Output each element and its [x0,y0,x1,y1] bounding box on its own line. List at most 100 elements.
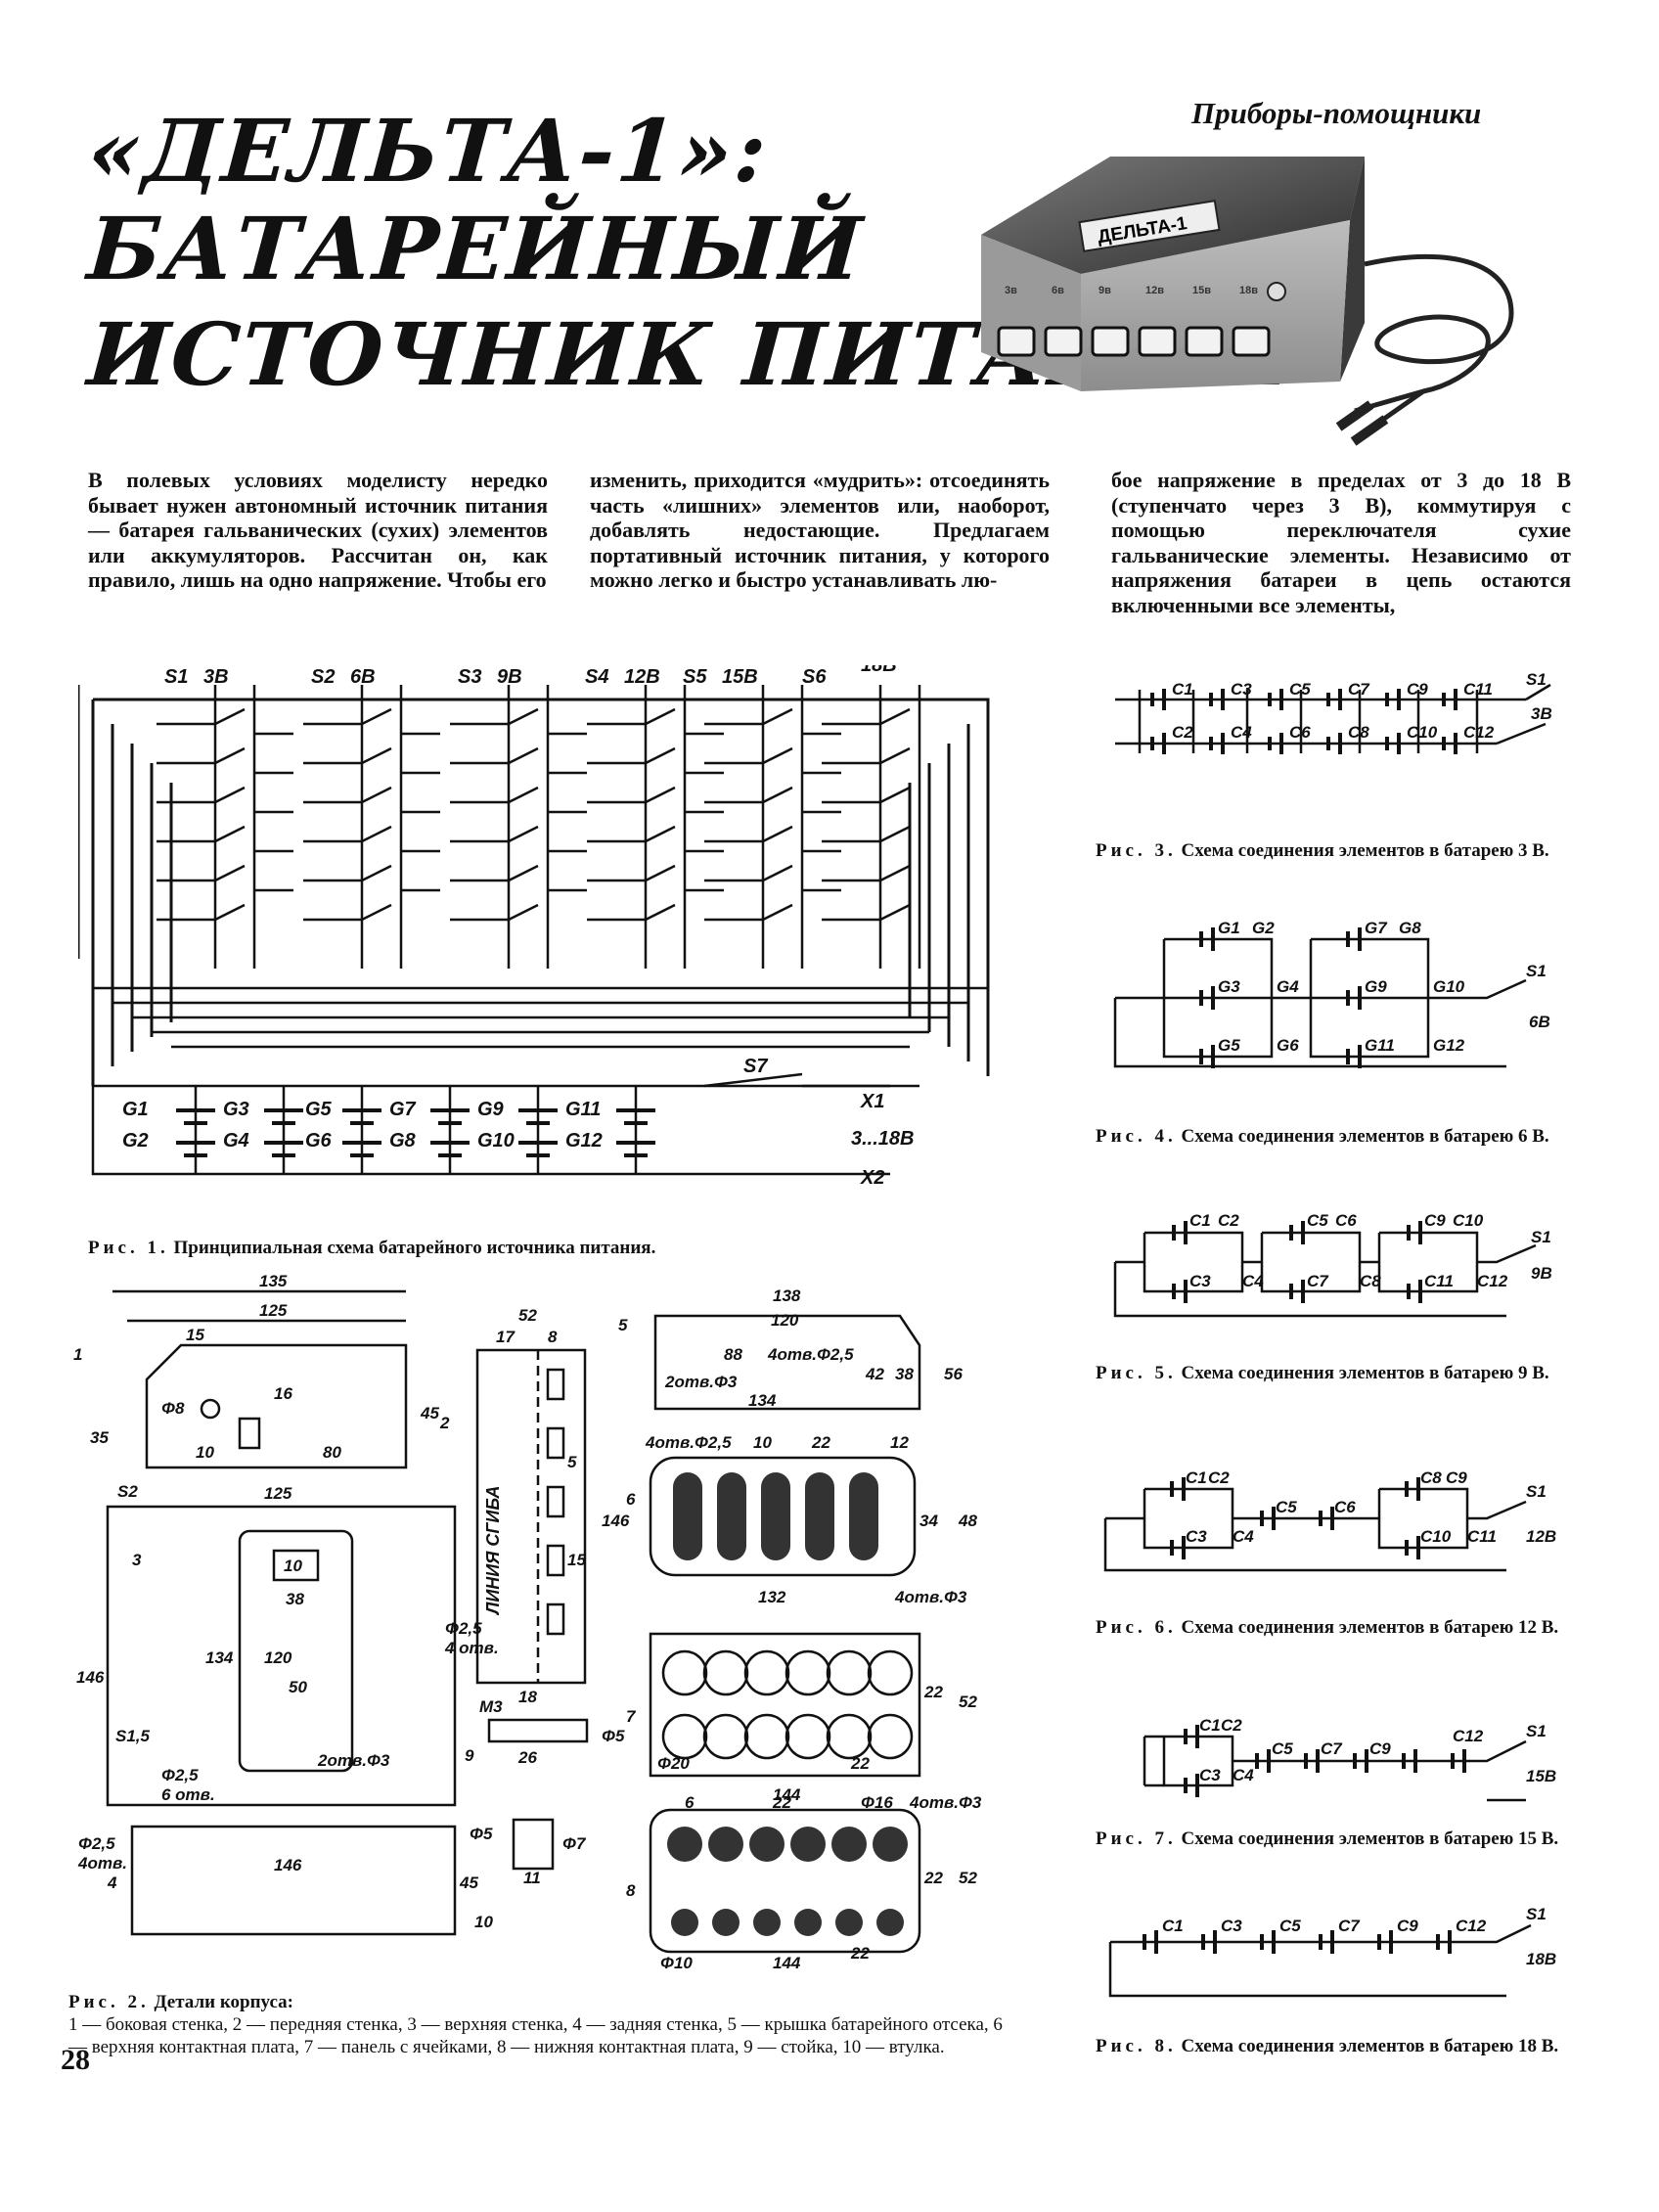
svg-text:2отв.Φ3: 2отв.Φ3 [317,1751,390,1770]
svg-text:C1: C1 [1186,1468,1207,1487]
svg-text:S5: S5 [683,666,707,688]
svg-text:35: 35 [90,1428,109,1447]
intro-column-1: В полевых условиях моделисту нередко быв… [88,468,548,592]
svg-text:4отв.Φ3: 4отв.Φ3 [894,1588,967,1606]
svg-text:45: 45 [459,1873,478,1892]
svg-text:C2: C2 [1221,1716,1242,1735]
svg-text:88: 88 [724,1345,742,1364]
svg-text:80: 80 [323,1443,341,1462]
svg-text:G11: G11 [565,1099,601,1120]
svg-text:S2: S2 [117,1482,138,1501]
part5-battery-cover [653,1314,921,1411]
fig7-caption: Рис. 7. Схема соединения элементов в бат… [1096,1828,1559,1849]
svg-text:Φ8: Φ8 [161,1399,185,1418]
part10-bushing [512,1818,555,1871]
svg-text:4отв.: 4отв. [77,1854,127,1873]
svg-text:G6: G6 [1277,1036,1299,1055]
svg-text:12В: 12В [624,666,660,688]
svg-text:C1: C1 [1189,1211,1211,1230]
svg-text:G2: G2 [122,1130,149,1151]
svg-text:56: 56 [944,1365,963,1383]
part1-side-wall [145,1343,408,1469]
svg-text:Φ5: Φ5 [470,1825,493,1843]
intro-column-2: изменить, приходится «мудрить»: отсоедин… [590,468,1050,592]
fig4-caption: Рис. 4. Схема соединения элементов в бат… [1096,1126,1549,1147]
svg-text:C3: C3 [1199,1766,1221,1784]
svg-text:Φ7: Φ7 [562,1834,587,1853]
svg-text:G6: G6 [305,1130,333,1151]
svg-text:G7: G7 [389,1099,417,1120]
svg-text:S1,5: S1,5 [115,1727,151,1745]
svg-text:S1: S1 [1526,1722,1547,1740]
svg-text:22: 22 [923,1683,943,1701]
svg-text:26: 26 [517,1748,537,1767]
svg-text:38: 38 [286,1590,304,1608]
svg-text:9В: 9В [497,666,522,688]
svg-text:C4: C4 [1231,723,1252,742]
svg-text:10: 10 [753,1433,772,1452]
svg-text:42: 42 [865,1365,884,1383]
svg-text:C5: C5 [1289,680,1311,699]
svg-text:G8: G8 [1399,920,1421,937]
svg-text:C2: C2 [1218,1211,1239,1230]
svg-text:C4: C4 [1233,1527,1254,1546]
svg-text:3: 3 [132,1551,142,1569]
fig6-caption: Рис. 6. Схема соединения элементов в бат… [1096,1617,1559,1638]
svg-text:C1: C1 [1162,1917,1184,1935]
svg-text:C9: C9 [1407,680,1428,699]
svg-text:38: 38 [895,1365,914,1383]
svg-text:Φ2,5: Φ2,5 [161,1766,199,1784]
svg-text:S2: S2 [311,666,335,688]
svg-text:G9: G9 [477,1099,505,1120]
svg-text:C3: C3 [1189,1272,1211,1290]
svg-text:5: 5 [618,1316,628,1334]
svg-text:125: 125 [259,1301,288,1320]
svg-text:6 отв.: 6 отв. [161,1785,215,1804]
svg-text:3...18В: 3...18В [851,1128,914,1150]
svg-text:4: 4 [107,1873,117,1892]
svg-text:12В: 12В [1526,1527,1556,1546]
svg-text:C12: C12 [1453,1727,1484,1745]
svg-text:8: 8 [548,1328,558,1346]
svg-text:3в: 3в [1005,285,1017,296]
svg-text:6В: 6В [350,666,376,688]
svg-text:135: 135 [259,1272,288,1290]
svg-text:S3: S3 [458,666,481,688]
section-rubric: Приборы-помощники [1191,96,1482,130]
svg-text:8: 8 [626,1881,636,1900]
svg-text:146: 146 [602,1512,630,1530]
svg-text:48: 48 [958,1512,977,1530]
svg-text:G7: G7 [1365,920,1388,937]
svg-text:C9: C9 [1397,1917,1418,1935]
svg-text:18В: 18В [1526,1950,1556,1968]
svg-text:11: 11 [523,1869,541,1887]
intro-column-3: бое напряжение в пределах от 3 до 18 В (… [1111,468,1571,617]
svg-text:X1: X1 [860,1091,884,1112]
svg-text:C10: C10 [1420,1527,1452,1546]
svg-text:4отв.Φ2,5: 4отв.Φ2,5 [767,1345,854,1364]
svg-text:18В: 18В [861,665,897,676]
svg-text:C11: C11 [1467,1527,1497,1546]
svg-text:6в: 6в [1052,285,1064,296]
svg-text:138: 138 [773,1287,801,1305]
svg-text:134: 134 [748,1391,777,1410]
svg-text:Φ16: Φ16 [861,1793,893,1812]
svg-text:15: 15 [186,1326,204,1344]
svg-text:22: 22 [850,1754,870,1773]
device-photo: ДЕЛЬТА-1 3в 6в 9в 12в 15в 18в [981,157,1514,446]
svg-text:52: 52 [959,1693,977,1711]
svg-text:12в: 12в [1145,285,1164,296]
svg-text:34: 34 [919,1512,938,1530]
svg-text:10: 10 [474,1913,493,1931]
svg-text:G1: G1 [1218,920,1240,937]
svg-text:C8: C8 [1420,1468,1442,1487]
svg-text:22: 22 [923,1869,943,1887]
svg-text:G12: G12 [1433,1036,1465,1055]
fig8-diagram: C1 C3 C5 C7 C9 C12 S1 18В [1108,1905,1556,1998]
svg-text:17: 17 [496,1328,516,1346]
svg-text:1: 1 [73,1345,82,1364]
svg-text:C12: C12 [1463,723,1495,742]
